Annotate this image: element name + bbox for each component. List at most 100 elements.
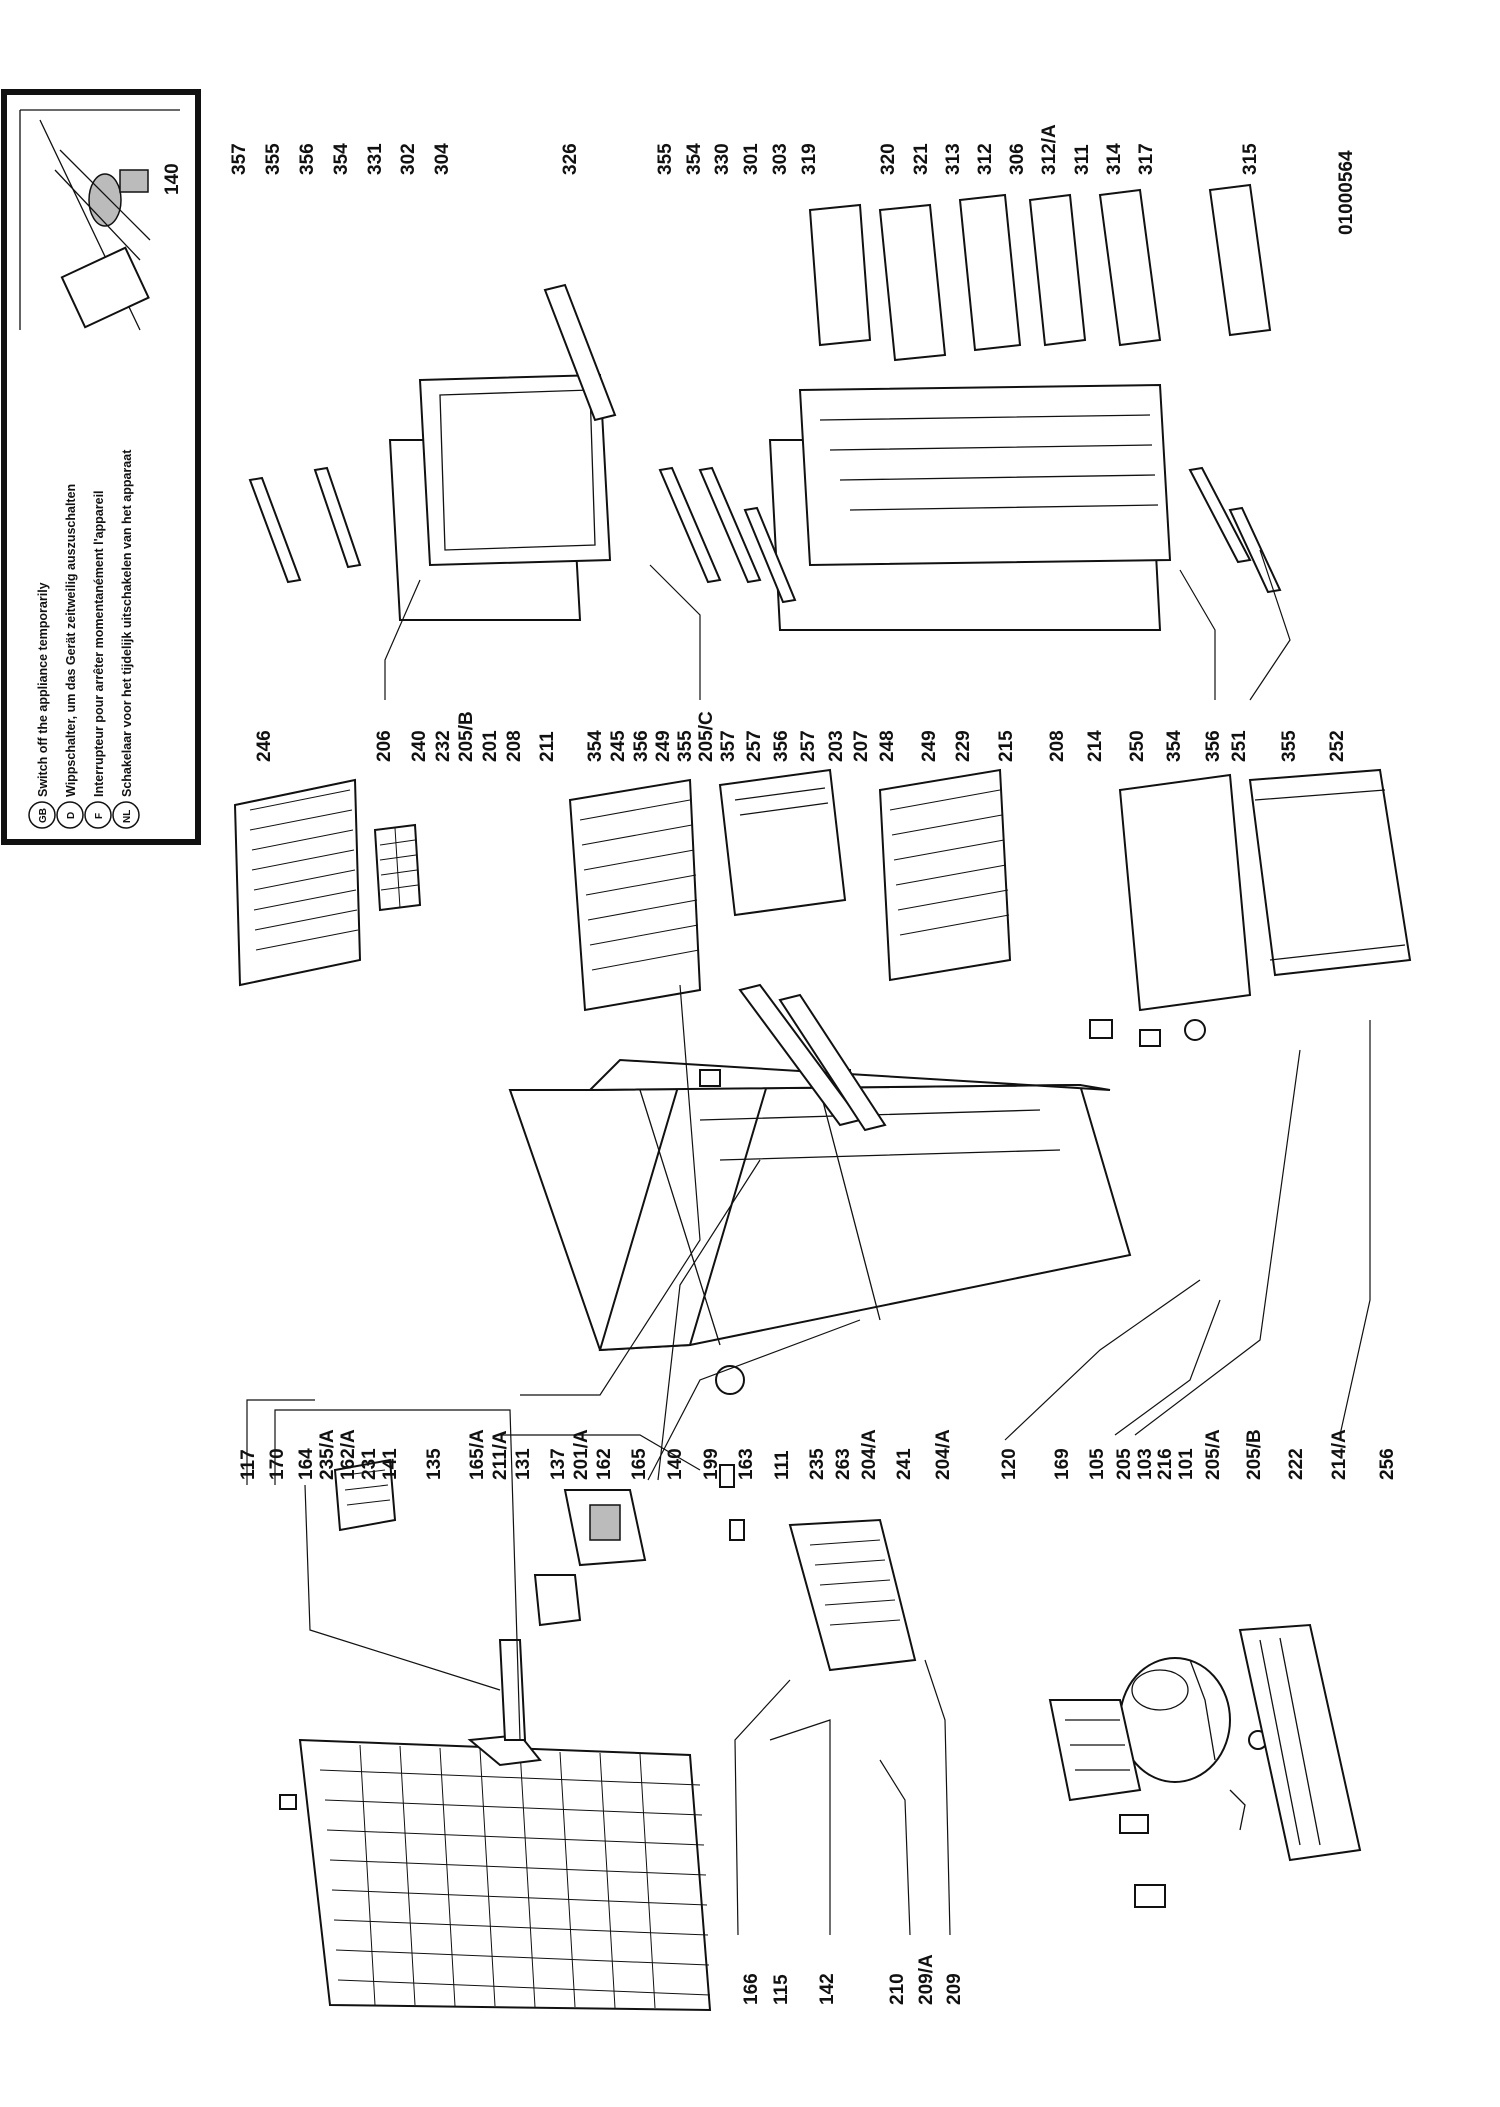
switch-illustration (19, 109, 180, 331)
part-label: 204/A (859, 1429, 880, 1480)
door-shelves-part (808, 183, 1272, 362)
note-gb: Switch off the appliance temporarily (36, 582, 50, 797)
part-label: 215 (996, 730, 1017, 762)
part-label: 209 (944, 1973, 965, 2005)
crisper-lid-part (1118, 773, 1252, 1012)
ice-tray-part (373, 823, 422, 912)
part-label: 201/A (571, 1429, 592, 1480)
part-label: 235/A (317, 1429, 338, 1480)
part-label: 240 (409, 730, 430, 762)
part-label: 301 (741, 143, 762, 175)
note-d: Wippschalter, um das Gerät zeitweilig au… (64, 484, 78, 797)
part-label: 169 (1052, 1448, 1073, 1480)
part-label: 241 (894, 1448, 915, 1480)
relay-part (1048, 1699, 1142, 1802)
note-nl: Schakelaar voor het tijdelijk uitschakel… (120, 449, 134, 797)
warning-box: 140 GB D F NL Switch off the appliance t… (1, 89, 201, 845)
part-label: 355 (263, 143, 284, 175)
part-label: 312/A (1039, 124, 1060, 175)
part-label: 164 (296, 1448, 317, 1480)
part-label: 166 (741, 1973, 762, 2005)
drawer-257-part (718, 768, 847, 917)
leader-lines (246, 549, 1371, 1936)
part-label: 101 (1176, 1448, 1197, 1480)
part-label: 326 (560, 143, 581, 175)
part-label: 249 (919, 730, 940, 762)
labels-middle: 246 206 240 232 205/B 201 208 211 354 24… (254, 711, 1348, 762)
part-label: 211/A (490, 1430, 511, 1480)
part-label: 354 (684, 143, 705, 175)
part-label: 257 (744, 730, 765, 762)
part-label: 321 (911, 143, 932, 175)
lang-code-nl: NL (122, 810, 133, 823)
cabinet-part (508, 1058, 1132, 1352)
part-label: 314 (1104, 143, 1125, 175)
part-label: 141 (380, 1448, 401, 1480)
labels-bottom: 166 115 142 210 209/A 209 (741, 1954, 965, 2005)
shelf-248-part (878, 768, 1012, 982)
note-f: Interrupteur pour arrêter momentanément … (92, 490, 106, 797)
part-label: 248 (877, 730, 898, 762)
part-label: 205/B (1244, 1429, 1265, 1480)
part-label: 162/A (338, 1429, 359, 1480)
part-label: 203 (826, 730, 847, 762)
part-label: 205 (1114, 1448, 1135, 1480)
compressor-part (1119, 1657, 1268, 1831)
parts-artwork (233, 183, 1412, 2012)
top-bar-part (543, 283, 617, 422)
part-label: 357 (718, 730, 739, 762)
part-label: 103 (1135, 1448, 1156, 1480)
part-label: 105 (1087, 1448, 1108, 1480)
small-parts (715, 1019, 1206, 1908)
part-label: 252 (1327, 730, 1348, 762)
part-label: 256 (1377, 1448, 1398, 1480)
part-label: 205/A (1203, 1429, 1224, 1480)
part-label: 330 (712, 143, 733, 175)
part-label: 140 (665, 1448, 686, 1480)
part-label: 354 (1164, 730, 1185, 762)
part-label: 232 (433, 730, 454, 762)
part-label: 142 (817, 1973, 838, 2005)
part-label: 135 (424, 1448, 445, 1480)
light-cover-part (333, 1458, 397, 1532)
part-label: 206 (374, 730, 395, 762)
part-label: 120 (999, 1448, 1020, 1480)
part-label: 214/A (1329, 1429, 1350, 1480)
part-label: 211 (537, 731, 558, 762)
part-label: 302 (398, 143, 419, 175)
part-label: 231 (359, 1448, 380, 1480)
base-tray-part (1238, 1623, 1362, 1862)
part-label: 303 (770, 143, 791, 175)
part-label: 165/A (467, 1429, 488, 1480)
part-label: 235 (807, 1448, 828, 1480)
part-label: 216 (1155, 1448, 1176, 1480)
part-label: 205/B (456, 711, 477, 762)
shelf-246-part (233, 778, 362, 987)
evaporator-panel-part (788, 1518, 917, 1672)
labels-left: 117 170 164 235/A 162/A 231 141 135 165/… (238, 1429, 1398, 1480)
part-label: 199 (701, 1448, 722, 1480)
part-label: 137 (548, 1448, 569, 1480)
part-label: 356 (297, 143, 318, 175)
part-label: 208 (1047, 730, 1068, 762)
lang-code-d: D (66, 812, 77, 819)
part-label: 331 (365, 143, 386, 175)
part-label: 249 (653, 730, 674, 762)
door-strip-part (738, 983, 887, 1132)
part-label: 354 (331, 143, 352, 175)
thermostat-part (563, 1489, 647, 1567)
part-label: 250 (1127, 730, 1148, 762)
part-label: 207 (851, 730, 872, 762)
part-label: 319 (799, 143, 820, 175)
condenser-part (279, 1738, 712, 2012)
part-label: 209/A (916, 1954, 937, 2005)
part-label: 117 (238, 1449, 259, 1480)
part-label: 208 (504, 730, 525, 762)
upper-door-part (388, 373, 612, 621)
lang-code-gb: GB (38, 808, 49, 823)
part-label: 263 (833, 1448, 854, 1480)
part-label: 320 (878, 143, 899, 175)
labels-top-right: 357 355 356 354 331 302 304 326 355 354 … (229, 124, 1261, 175)
crisper-drawer-part (1248, 768, 1412, 977)
shelf-245-part (568, 778, 702, 1012)
